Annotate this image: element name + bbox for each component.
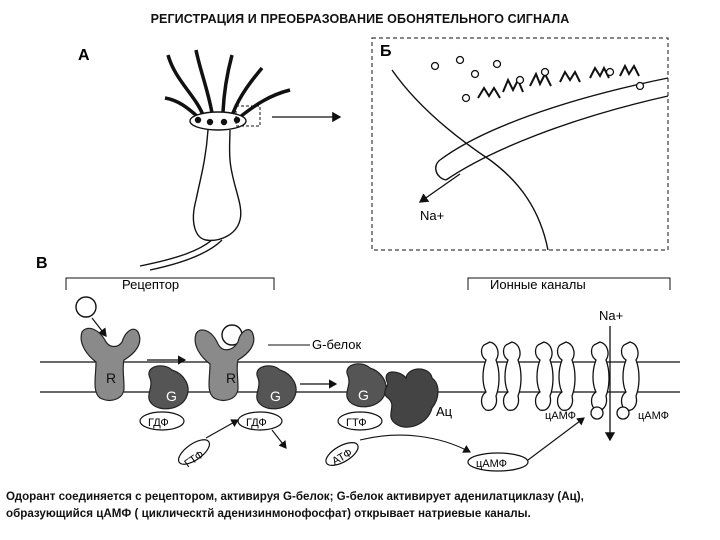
camp-label-bottom: цАМФ [476, 458, 507, 470]
ion-channels-label: Ионные каналы [490, 277, 586, 292]
na-outflow-arrow [418, 173, 461, 203]
panel-label-a: А [78, 47, 90, 64]
camp-label-right: цАМФ [638, 410, 669, 422]
na-label-v: Na+ [599, 308, 623, 323]
g-protein-gtp [346, 363, 387, 408]
receptor-bracket [65, 277, 275, 290]
g-label-1: G [166, 388, 177, 404]
gtp-free-bubble [177, 439, 211, 465]
camp-bound-left [590, 406, 604, 420]
panel-b-frame [371, 37, 669, 251]
atp-bubble [325, 442, 359, 466]
odorant-molecules [430, 55, 645, 103]
panel-label-b: Б [380, 43, 392, 60]
caption-line-1: Одорант соединяется с рецептором, активи… [6, 490, 584, 503]
adenylate-cyclase [384, 368, 439, 428]
gdp-bubble-1 [139, 411, 185, 431]
odorant-binding-arrow [91, 317, 107, 337]
receptor-label-r1: R [106, 370, 116, 386]
receptor-active [194, 329, 255, 401]
ac-label: Ац [436, 404, 453, 419]
receptor-label: Рецептор [122, 277, 179, 292]
receptor-label-r2: R [226, 370, 236, 386]
gtp-bubble-bound [337, 411, 383, 431]
odorant-free [75, 296, 97, 318]
g-label-3: G [358, 387, 369, 403]
camp-bound-right [616, 406, 630, 420]
gdp-label-2: ГДФ [246, 417, 267, 429]
diagram-title: РЕГИСТРАЦИЯ И ПРЕОБРАЗОВАНИЕ ОБОНЯТЕЛЬНО… [150, 12, 570, 26]
olfactory-signal-diagram: А Б [36, 37, 680, 472]
g-protein-label: G-белок [312, 337, 362, 352]
ion-channels [480, 341, 640, 411]
camp-bubble-bottom [467, 452, 529, 472]
g-protein-inactive [148, 365, 189, 410]
ion-channels-bracket [467, 277, 671, 290]
gtp-bound-label: ГТФ [346, 417, 367, 429]
camp-to-channel-arrow [527, 417, 585, 461]
camp-label-left: цАМФ [545, 410, 576, 422]
gdp-label-1: ГДФ [148, 417, 169, 429]
g-protein-activated [256, 365, 297, 410]
olfactory-neuron [139, 49, 291, 271]
gtp-free-label: ГТФ [182, 449, 206, 471]
caption: Одорант соединяется с рецептором, активи… [6, 488, 718, 522]
na-label-b: Na+ [420, 208, 444, 223]
g-label-2: G [270, 388, 281, 404]
receptor-inactive [80, 327, 141, 401]
caption-line-2: образующийся цАМФ ( циклическтй аденизин… [6, 507, 531, 520]
gtp-in-arrow [205, 419, 239, 439]
panel-label-v: В [36, 255, 48, 272]
gdp-out-arrow [271, 429, 287, 449]
atp-conversion-arrow [359, 434, 471, 453]
